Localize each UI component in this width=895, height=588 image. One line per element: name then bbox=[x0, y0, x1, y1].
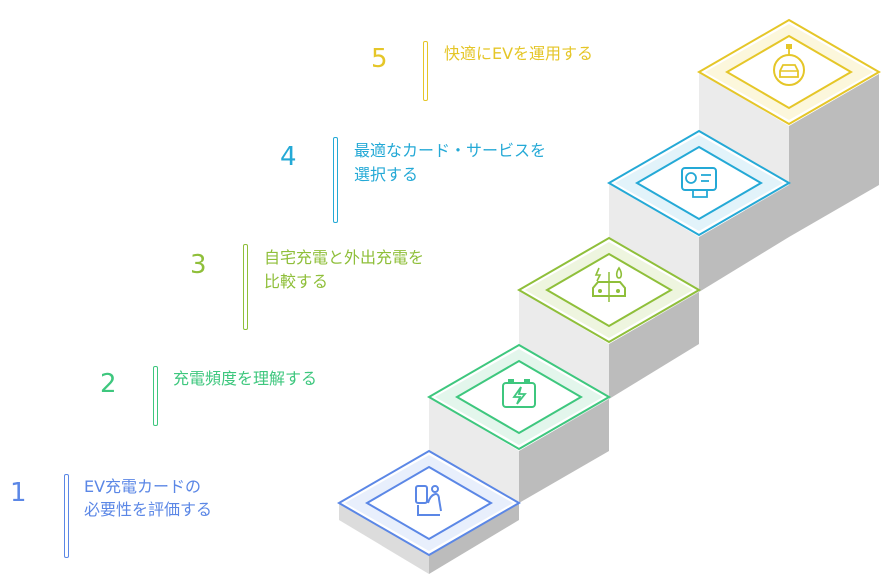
step-number: 4 bbox=[280, 142, 297, 172]
step-5-tile bbox=[697, 18, 881, 126]
step-text-line: 選択する bbox=[354, 165, 419, 184]
step-divider bbox=[64, 474, 69, 558]
step-divider bbox=[243, 244, 248, 330]
battery-bolt-icon bbox=[502, 379, 536, 408]
front-2 bbox=[519, 399, 609, 503]
step-number: 2 bbox=[100, 369, 117, 399]
tile-inner bbox=[725, 34, 853, 110]
charging-station-icon bbox=[681, 167, 717, 198]
seat-hand-icon bbox=[415, 485, 442, 516]
base-left bbox=[339, 503, 429, 574]
step-number: 3 bbox=[190, 250, 207, 280]
step-divider bbox=[333, 137, 338, 223]
step-divider bbox=[153, 366, 158, 426]
step-1-tile bbox=[337, 449, 521, 557]
step-tiles bbox=[337, 18, 881, 557]
front-4 bbox=[699, 185, 789, 292]
step-3-tile bbox=[517, 236, 701, 344]
step-text-line: 必要性を評価する bbox=[84, 500, 213, 519]
step-number: 5 bbox=[371, 44, 388, 74]
step-text-line: 快適にEVを運用する bbox=[444, 44, 594, 63]
step-number: 1 bbox=[10, 478, 27, 508]
front-5 bbox=[789, 74, 879, 237]
step-text-line: 最適なカード・サービスを bbox=[354, 141, 547, 160]
ev-car-charging-icon bbox=[592, 266, 626, 302]
step-text-line: EV充電カードの bbox=[84, 477, 202, 496]
step-2-tile bbox=[427, 343, 611, 451]
tile-inner bbox=[635, 145, 763, 221]
step-4-tile bbox=[607, 129, 791, 237]
step-text-line: 充電頻度を理解する bbox=[173, 369, 318, 388]
car-plug-icon bbox=[773, 44, 805, 86]
front-3 bbox=[609, 292, 699, 399]
step-divider bbox=[423, 41, 428, 101]
step-text-line: 自宅充電と外出充電を bbox=[264, 248, 425, 267]
step-text-line: 比較する bbox=[264, 272, 329, 291]
front-1 bbox=[429, 503, 519, 574]
